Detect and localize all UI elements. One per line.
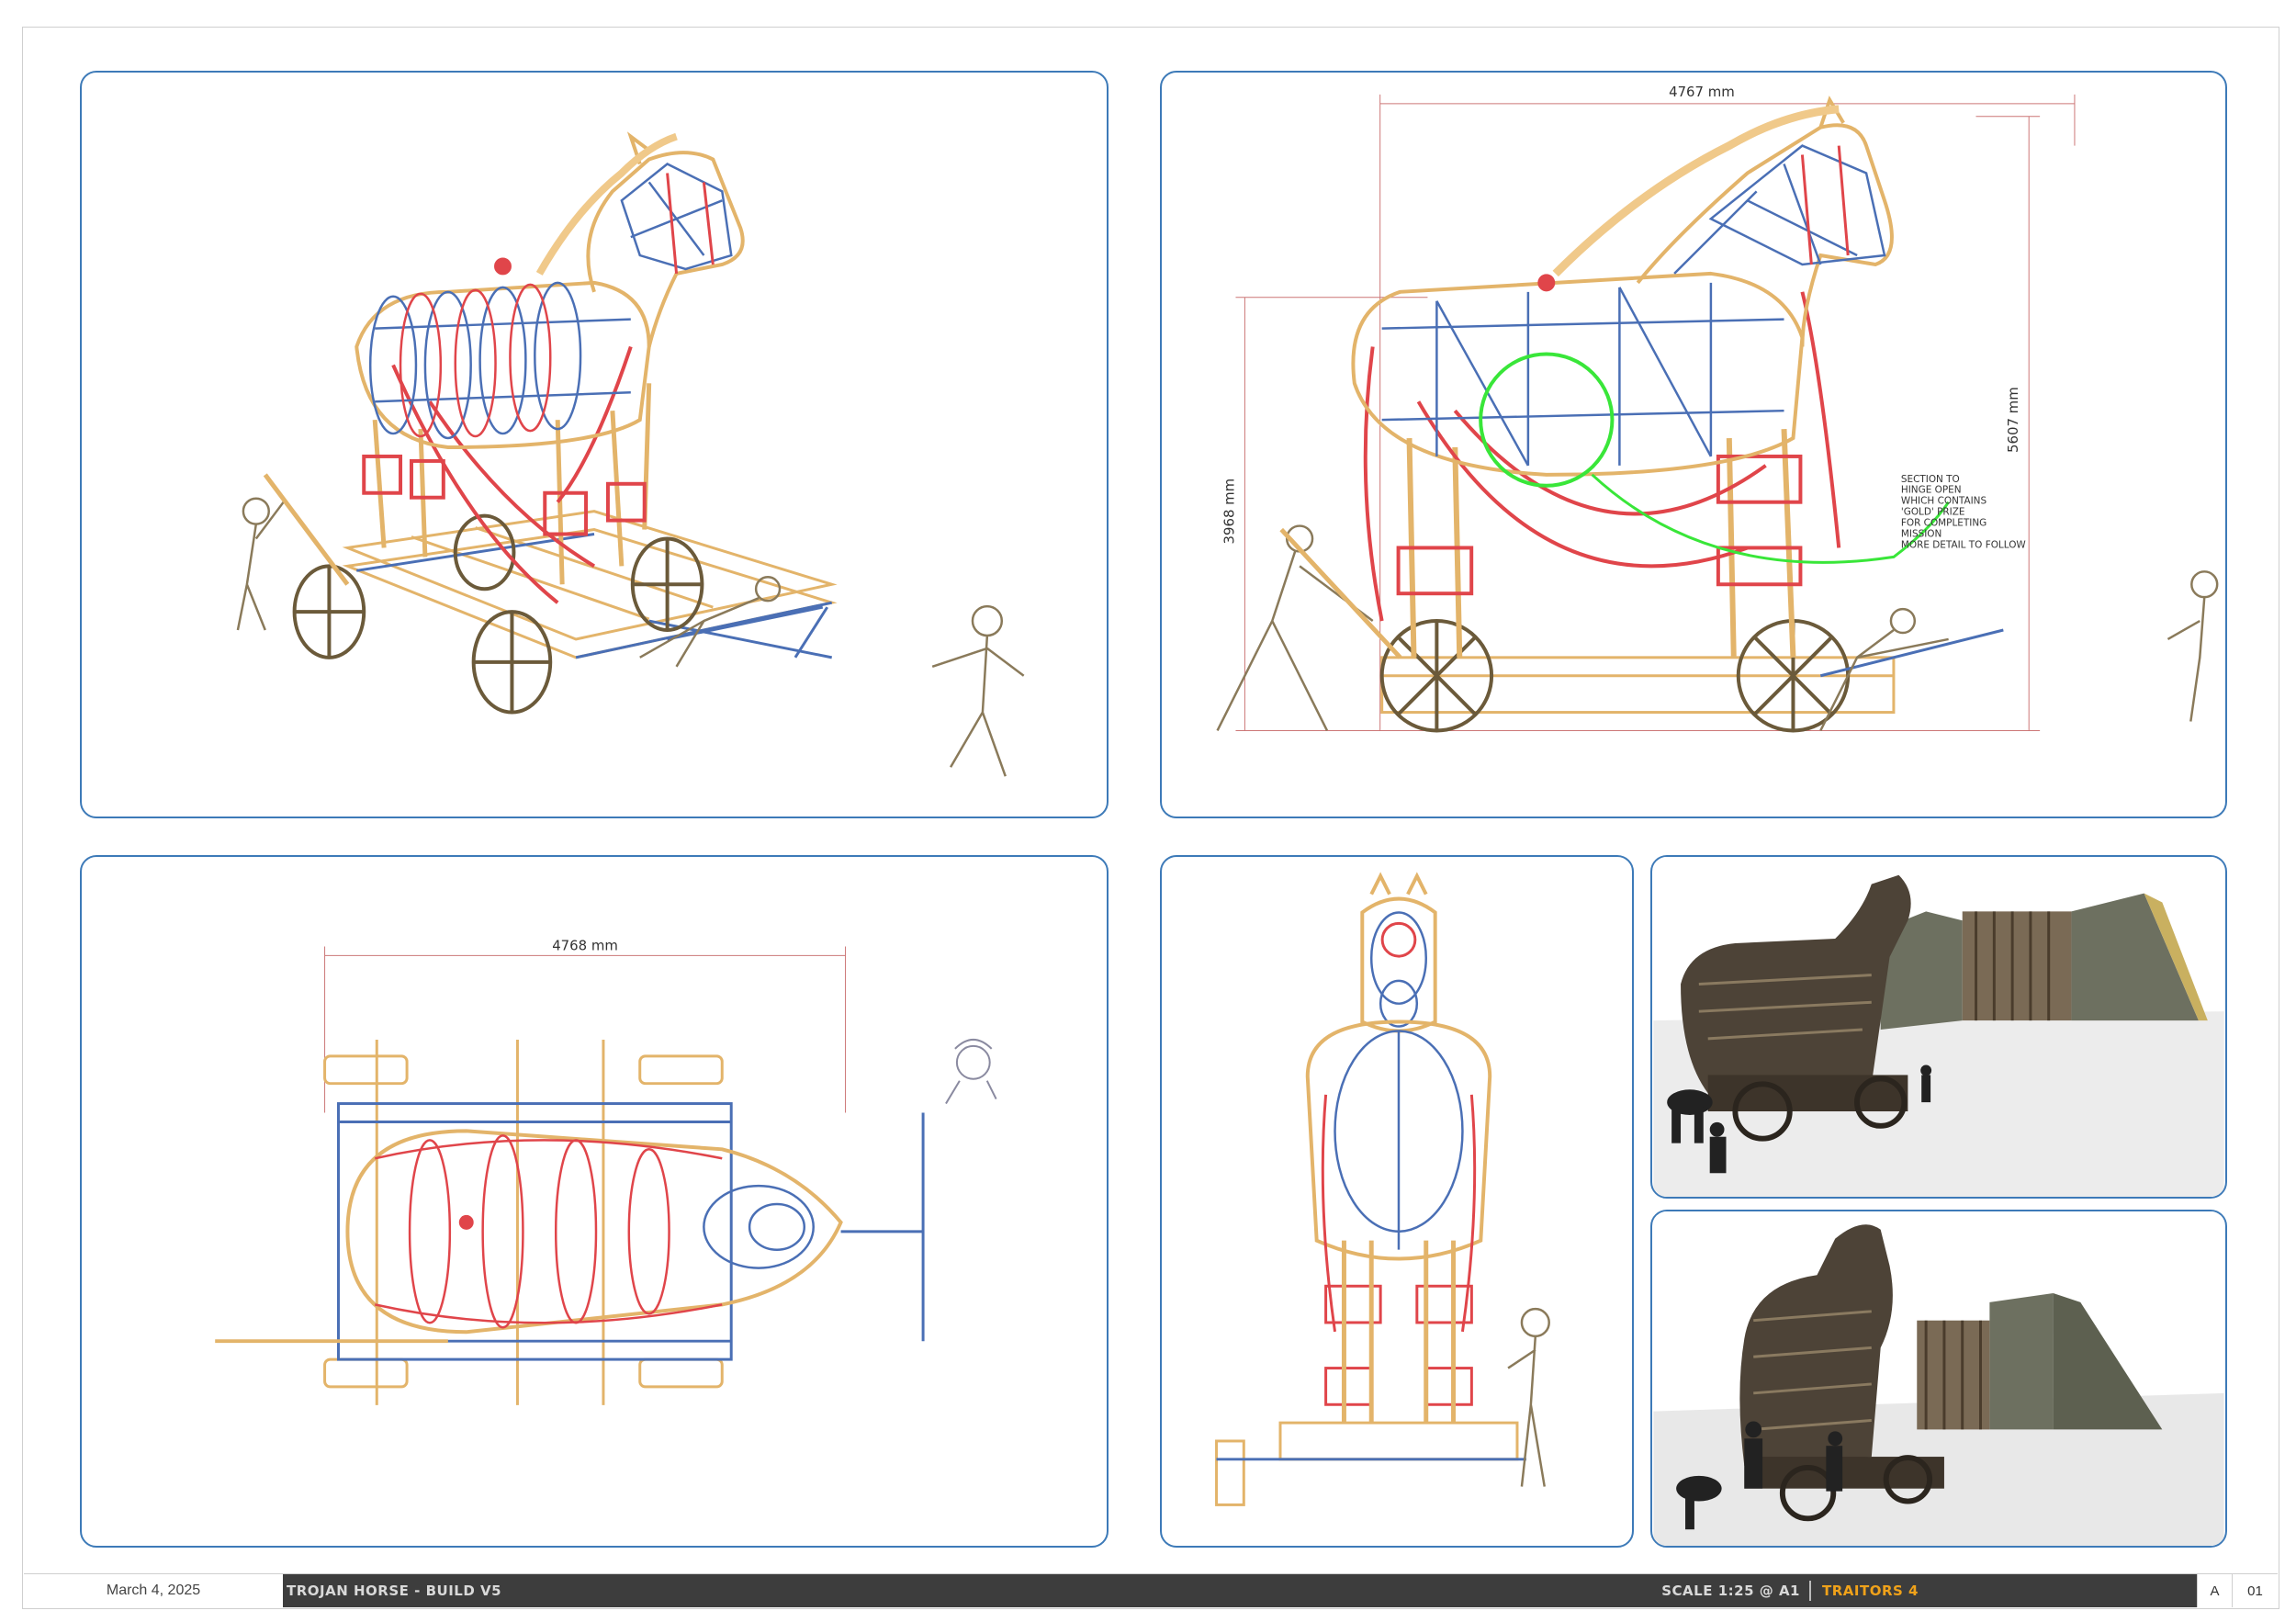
horse-body-ribs xyxy=(375,1134,723,1329)
horse-mane xyxy=(535,132,678,276)
cart-platform xyxy=(1380,656,1896,715)
figure-pusher-front xyxy=(1819,607,1949,732)
tow-bar xyxy=(1819,628,2004,678)
rope-bindings xyxy=(1363,291,1841,622)
svg-text:MISSION: MISSION xyxy=(1901,529,1941,540)
gate-structure xyxy=(1917,1293,2163,1430)
sheet-number: 01 xyxy=(2232,1574,2278,1607)
svg-text:MORE DETAIL TO FOLLOW: MORE DETAIL TO FOLLOW xyxy=(1901,539,2026,550)
horse-body-front xyxy=(1305,1019,1492,1261)
horse-body-frame xyxy=(1381,282,1784,467)
plan-view-viewport[interactable]: 4768 mm xyxy=(80,855,1109,1548)
people-render xyxy=(1676,1421,1843,1530)
svg-text:SECTION TO: SECTION TO xyxy=(1901,474,1960,485)
dim-length-label: 4768 mm xyxy=(552,937,618,953)
hinge-section-highlight xyxy=(1479,352,1615,488)
figure-top xyxy=(945,1038,997,1105)
horse-body xyxy=(1351,271,1805,477)
horse-body-ribs xyxy=(368,281,631,440)
title-bar: TROJAN HORSE - BUILD V5 SCALE 1:25 @ A1 … xyxy=(283,1574,2197,1607)
tow-bar xyxy=(667,605,829,659)
horse-legs xyxy=(1341,1240,1456,1424)
cart-deck xyxy=(342,510,838,659)
isometric-drawing xyxy=(236,131,1025,777)
cart-wheels xyxy=(292,513,704,715)
figure-pusher-front xyxy=(639,576,782,668)
figure-pusher-back xyxy=(1216,524,1402,732)
dimension-lines xyxy=(324,946,847,1113)
figure-edge xyxy=(2167,570,2219,722)
front-elevation-drawing xyxy=(1215,872,1550,1506)
horse-head-front xyxy=(1360,872,1437,1033)
isometric-viewport[interactable] xyxy=(80,71,1109,818)
render-image-2 xyxy=(1653,1211,2224,1546)
people-render xyxy=(1667,1064,1932,1174)
horse-neck-head xyxy=(1636,96,1894,347)
revision: A xyxy=(2197,1574,2232,1607)
side-elevation-drawing: 4767 mm 5607 mm 3968 mm xyxy=(1216,84,2219,733)
horse-body-frame xyxy=(1334,1030,1464,1250)
render-view-2[interactable] xyxy=(1650,1210,2227,1548)
dim-back-height-label: 3968 mm xyxy=(1221,479,1237,545)
svg-text:HINGE OPEN: HINGE OPEN xyxy=(1901,485,1962,496)
gate-structure xyxy=(1880,893,2208,1030)
title-block: March 4, 2025 TROJAN HORSE - BUILD V5 SC… xyxy=(24,1573,2278,1607)
horse-render xyxy=(1681,874,1911,1142)
horse-ribs-rope xyxy=(399,283,552,438)
drawing-title: TROJAN HORSE - BUILD V5 xyxy=(287,1583,502,1599)
svg-text:FOR COMPLETING: FOR COMPLETING xyxy=(1901,518,1986,529)
render-view-1[interactable] xyxy=(1650,855,2227,1199)
horse-render xyxy=(1739,1224,1944,1522)
drawing-scale: SCALE 1:25 @ A1 xyxy=(1661,1581,1811,1601)
figure-standing xyxy=(931,604,1025,777)
cart-front xyxy=(1215,1421,1519,1506)
front-elevation-viewport[interactable] xyxy=(1160,855,1634,1548)
drawing-date: March 4, 2025 xyxy=(106,1583,201,1598)
side-elevation-viewport[interactable]: 4767 mm 5607 mm 3968 mm xyxy=(1160,71,2227,818)
rope-knot xyxy=(458,1214,474,1230)
svg-text:'GOLD' PRIZE: 'GOLD' PRIZE xyxy=(1901,507,1965,518)
dim-height-label: 5607 mm xyxy=(2005,387,2021,453)
horse-body-plan xyxy=(345,1129,843,1335)
dimension-lines xyxy=(1235,94,2076,731)
tow-bar xyxy=(840,1112,925,1342)
plan-view-drawing: 4768 mm xyxy=(215,937,997,1405)
project-name: TRAITORS 4 xyxy=(1822,1583,1919,1599)
horse-head-rope xyxy=(1537,145,1850,292)
horse-head-frame xyxy=(620,163,733,271)
hinge-note: SECTION TO HINGE OPEN WHICH CONTAINS 'GO… xyxy=(1901,474,2026,551)
horse-head-rope xyxy=(494,173,715,276)
horse-head-plan xyxy=(703,1184,815,1269)
svg-text:WHICH CONTAINS: WHICH CONTAINS xyxy=(1901,496,1987,507)
figure-pusher-left xyxy=(236,473,350,631)
head-rope xyxy=(1380,921,1417,958)
figure-standing xyxy=(1507,1307,1550,1487)
render-image-1 xyxy=(1653,857,2224,1197)
wheel-pads xyxy=(323,1039,724,1405)
horse-head-frame xyxy=(1673,144,1886,275)
dim-length-label: 4767 mm xyxy=(1669,84,1735,100)
horse-neck-head xyxy=(586,131,745,348)
horse-head-frame xyxy=(1369,911,1427,1028)
steel-chassis xyxy=(356,533,833,659)
note-leader xyxy=(1591,473,1950,564)
sheet-border xyxy=(22,27,2279,1609)
horse-mane xyxy=(1552,105,1840,277)
